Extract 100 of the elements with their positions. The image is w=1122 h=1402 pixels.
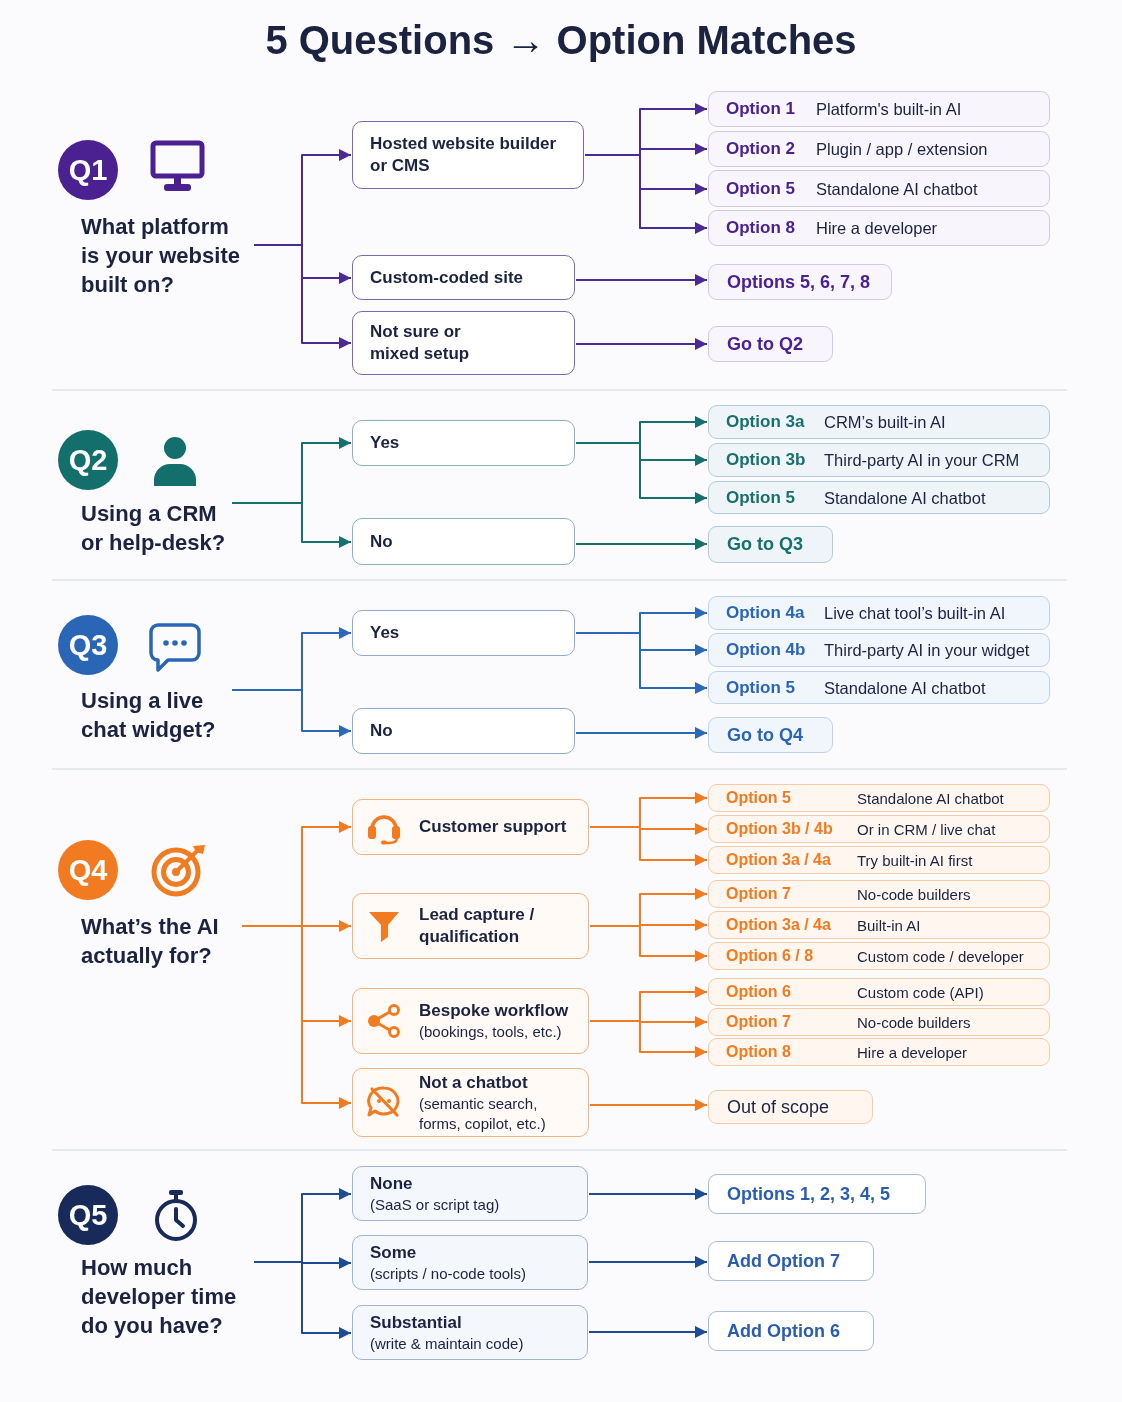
answer-text: Bespoke workflow — [419, 1000, 569, 1022]
answer-card — [352, 255, 575, 300]
option-description: Standalone AI chatbot — [824, 678, 986, 697]
option-row — [708, 170, 1050, 207]
connector-arrow — [584, 154, 708, 234]
result-text: Go to Q2 — [727, 333, 803, 355]
connector-arrow — [588, 1326, 708, 1338]
question-text: What platform is your website built on? — [81, 212, 253, 300]
connector-arrow — [575, 538, 708, 550]
option-description: Standalone AI chatbot — [824, 488, 986, 507]
answer-subtext: (scripts / no-code tools) — [370, 1263, 526, 1284]
result-card — [708, 1174, 926, 1214]
option-description: No-code builders — [857, 1013, 971, 1031]
connector-arrow — [253, 244, 352, 349]
question-text: How much developer time do you have? — [81, 1253, 253, 1341]
option-description: Hire a developer — [857, 1043, 968, 1061]
answer-text: Hosted website builder or CMS — [370, 133, 558, 177]
answer-subtext: (SaaS or script tag) — [370, 1194, 500, 1215]
option-description: Custom code (API) — [857, 983, 984, 1001]
question-badge — [58, 1185, 118, 1245]
question-badge — [58, 840, 118, 900]
answer-card — [352, 1305, 588, 1360]
option-description: No-code builders — [857, 885, 971, 903]
connector-arrow — [575, 274, 708, 286]
option-description: Standalone AI chatbot — [857, 789, 1004, 807]
answer-card — [352, 311, 575, 375]
connector-arrow — [588, 1256, 708, 1268]
option-row — [708, 481, 1050, 514]
answer-card — [352, 893, 589, 959]
option-label: Option 4b — [726, 640, 806, 660]
answer-text: No — [370, 720, 393, 742]
question-badge — [58, 430, 118, 490]
answer-text: Substantial — [370, 1311, 462, 1334]
connector-arrow — [231, 689, 352, 737]
result-text: Options 1, 2, 3, 4, 5 — [727, 1183, 891, 1205]
option-label: Option 6 / 8 — [726, 947, 814, 965]
option-row — [708, 671, 1050, 704]
answer-text: Yes — [370, 622, 400, 644]
option-row — [708, 846, 1050, 874]
connector-arrow — [253, 1261, 352, 1339]
answer-subtext: (semantic search, forms, copilot, etc.) — [419, 1093, 547, 1134]
option-description: Built-in AI — [857, 916, 921, 934]
option-row — [708, 880, 1050, 908]
answer-card — [352, 610, 575, 656]
option-description: Custom code / developer — [857, 947, 1024, 965]
connector-arrow — [589, 1020, 708, 1058]
connector-arrow — [589, 1099, 708, 1111]
question-number: Q1 — [68, 155, 108, 185]
option-row — [708, 91, 1050, 127]
option-row — [708, 942, 1050, 970]
option-row — [708, 1008, 1050, 1036]
answer-text: Customer support — [419, 816, 567, 838]
option-label: Option 3a — [726, 412, 805, 432]
answer-text: No — [370, 530, 393, 553]
result-text: Options 5, 6, 7, 8 — [727, 271, 871, 293]
option-description: Platform's built-in AI — [816, 99, 962, 119]
connector-arrow — [241, 925, 352, 1109]
answer-text: Lead capture / qualification — [419, 904, 536, 948]
question-badge — [58, 140, 118, 200]
answer-card — [352, 1166, 588, 1221]
question-text: Using a CRM or help-desk? — [81, 499, 231, 557]
option-label: Option 1 — [726, 99, 795, 119]
result-card — [708, 326, 833, 362]
question-text: Using a live chat widget? — [81, 686, 231, 744]
result-text: Go to Q3 — [727, 534, 803, 555]
option-row — [708, 131, 1050, 167]
result-text: Add Option 6 — [727, 1320, 840, 1342]
option-row — [708, 405, 1050, 439]
result-card — [708, 1311, 874, 1351]
result-card — [708, 1241, 874, 1281]
option-description: Hire a developer — [816, 218, 938, 238]
answer-subtext: (write & maintain code) — [370, 1333, 524, 1354]
question-number: Q3 — [68, 630, 108, 660]
connector-arrow — [231, 502, 352, 548]
option-description: Try built-in AI first — [857, 851, 973, 869]
answer-text: Not sure or mixed setup — [370, 321, 471, 365]
answer-text: Not a chatbot — [419, 1071, 528, 1094]
option-row — [708, 978, 1050, 1006]
answer-card — [352, 518, 575, 565]
option-label: Option 7 — [726, 1013, 791, 1031]
option-label: Option 5 — [726, 487, 795, 508]
option-description: Third-party AI in your widget — [824, 640, 1030, 660]
option-row — [708, 443, 1050, 477]
option-label: Option 3a / 4a — [726, 916, 831, 934]
option-label: Option 3a / 4a — [726, 851, 831, 869]
answer-card — [352, 1068, 589, 1137]
result-card — [708, 717, 833, 753]
option-label: Option 2 — [726, 139, 795, 159]
answer-card — [352, 121, 584, 189]
option-label: Option 8 — [726, 1043, 791, 1061]
result-card — [708, 526, 833, 563]
option-label: Option 5 — [726, 677, 795, 698]
question-number: Q4 — [68, 855, 108, 885]
question-number: Q5 — [68, 1200, 108, 1230]
question-number: Q2 — [68, 445, 108, 475]
option-description: CRM’s built-in AI — [824, 412, 946, 432]
option-description: Live chat tool’s built-in AI — [824, 603, 1006, 623]
question-text: What’s the AI actually for? — [81, 912, 241, 970]
option-description: Or in CRM / live chat — [857, 820, 996, 838]
option-row — [708, 911, 1050, 939]
